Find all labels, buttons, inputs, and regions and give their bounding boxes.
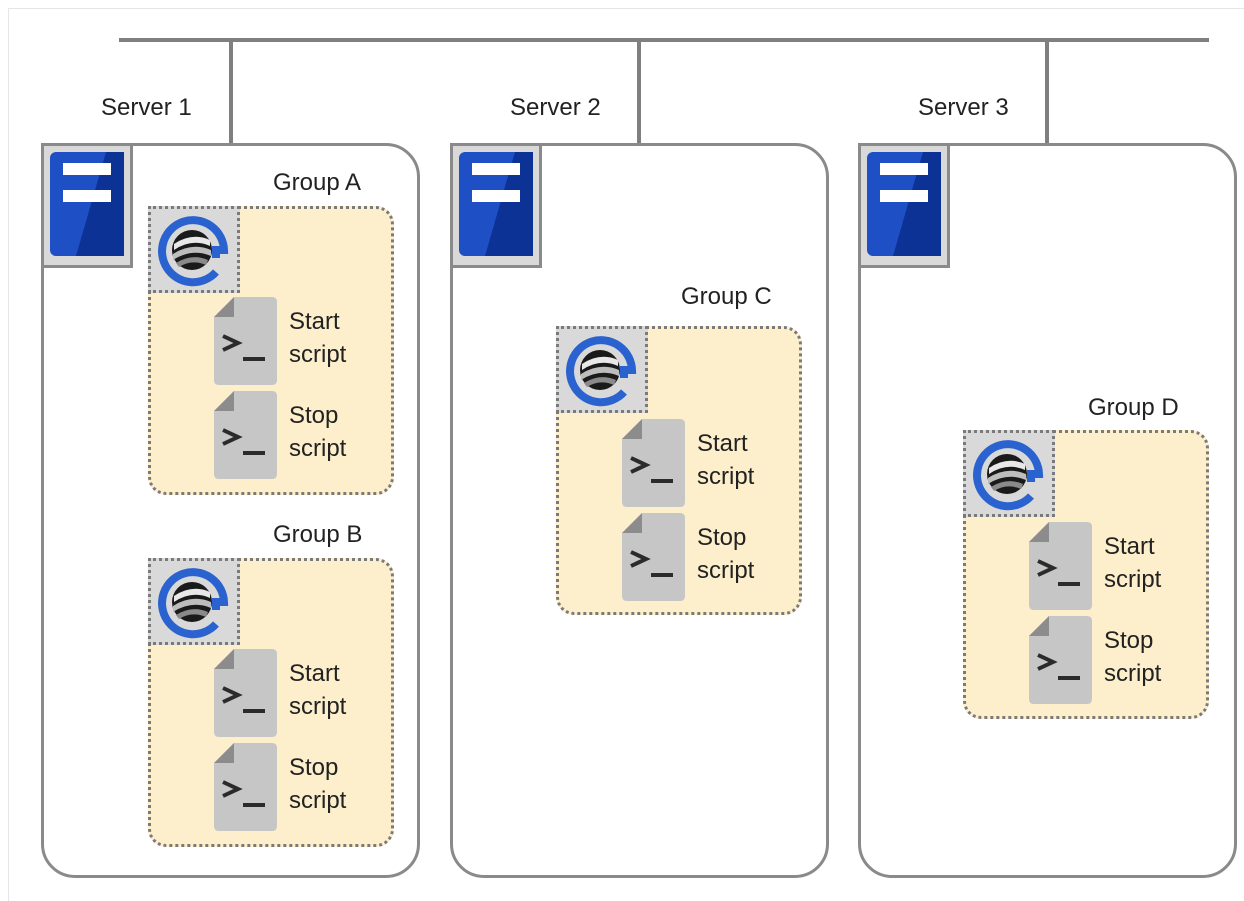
script-label: Start script <box>1104 533 1162 593</box>
script-label: Start script <box>697 430 755 490</box>
failover-group-icon <box>556 326 648 413</box>
stop-script: Stop script <box>622 513 797 603</box>
script-label: Stop script <box>1104 627 1162 687</box>
stop-script: Stop script <box>1029 616 1204 706</box>
script-label: Start script <box>289 308 347 368</box>
script-file-icon <box>214 649 277 737</box>
group-box-c: Start script Stop script <box>556 326 802 615</box>
failover-group-icon <box>963 430 1055 517</box>
group-box-d: Start script Stop script <box>963 430 1209 719</box>
start-script: Start script <box>214 649 389 739</box>
script-file-icon <box>214 297 277 385</box>
failover-group-icon <box>148 206 240 293</box>
group-label: Group B <box>273 521 363 548</box>
group-box-b: Start script Stop script <box>148 558 394 847</box>
failover-group-icon <box>148 558 240 645</box>
stop-script: Stop script <box>214 391 389 481</box>
network-bus-line <box>119 38 1209 42</box>
frame-border-left <box>8 8 9 901</box>
server-icon <box>450 143 542 268</box>
script-file-icon <box>214 743 277 831</box>
server-box-2: Group C Start script <box>450 143 829 878</box>
script-file-icon <box>622 419 685 507</box>
script-label: Stop script <box>697 524 755 584</box>
server-label: Server 3 <box>918 94 1009 121</box>
stop-script: Stop script <box>214 743 389 833</box>
server-icon <box>858 143 950 268</box>
group-label: Group A <box>273 169 362 196</box>
group-label: Group C <box>681 283 772 310</box>
server-box-1: Group A Start script <box>41 143 420 878</box>
script-file-icon <box>214 391 277 479</box>
script-label: Start script <box>289 660 347 720</box>
server-3-connector <box>1045 38 1049 144</box>
script-label: Stop script <box>289 402 347 462</box>
server-icon <box>41 143 133 268</box>
frame-border-top <box>8 8 1244 9</box>
start-script: Start script <box>1029 522 1204 612</box>
server-2-connector <box>637 38 641 144</box>
script-label: Stop script <box>289 754 347 814</box>
server-label: Server 1 <box>101 94 192 121</box>
script-file-icon <box>622 513 685 601</box>
server-box-3: Group D Start script <box>858 143 1237 878</box>
group-label: Group D <box>1088 394 1179 421</box>
start-script: Start script <box>622 419 797 509</box>
group-box-a: Start script Stop script <box>148 206 394 495</box>
start-script: Start script <box>214 297 389 387</box>
script-file-icon <box>1029 522 1092 610</box>
script-file-icon <box>1029 616 1092 704</box>
server-1-connector <box>229 38 233 144</box>
server-label: Server 2 <box>510 94 601 121</box>
